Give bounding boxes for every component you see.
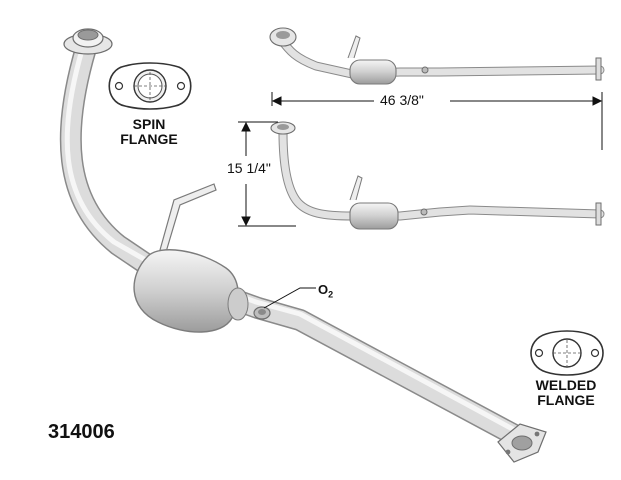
- main-pipe-highlight: [64, 47, 521, 435]
- main-pipe-assembly: [59, 28, 547, 463]
- spin-flange-icon: [108, 62, 192, 110]
- o2-leader-line: [263, 287, 316, 309]
- welded-flange-icon: [530, 330, 604, 376]
- side-view-middle: [270, 121, 605, 230]
- height-dimension: [238, 121, 296, 227]
- spin-flange-label-line2: FLANGE: [120, 130, 178, 147]
- o2-sensor-label-main: O: [318, 282, 329, 297]
- bracket-wire: [159, 183, 217, 253]
- catalytic-converter-body: [133, 249, 239, 333]
- o2-sensor-label: O2: [318, 283, 333, 300]
- catalytic-converter: [133, 249, 249, 333]
- side-view-top: [269, 27, 605, 85]
- spin-flange-label: SPIN FLANGE: [112, 117, 186, 146]
- o2-sensor-boss: [253, 306, 271, 320]
- spin-flange-label-line1: SPIN: [132, 116, 166, 132]
- spin-flange-3d: [63, 28, 113, 55]
- welded-flange-label-line2: FLANGE: [537, 391, 595, 408]
- welded-flange-label: WELDED FLANGE: [524, 378, 608, 407]
- height-dimension-value: 15 1/4": [227, 160, 271, 176]
- length-dimension: [271, 92, 603, 150]
- length-dimension-value: 46 3/8": [380, 92, 424, 108]
- part-number: 314006: [48, 421, 115, 443]
- o2-sensor-label-subscript: 2: [328, 289, 334, 300]
- welded-flange-label-line1: WELDED: [535, 377, 597, 393]
- welded-flange-3d: [497, 423, 547, 463]
- catalytic-converter-cone: [227, 287, 249, 321]
